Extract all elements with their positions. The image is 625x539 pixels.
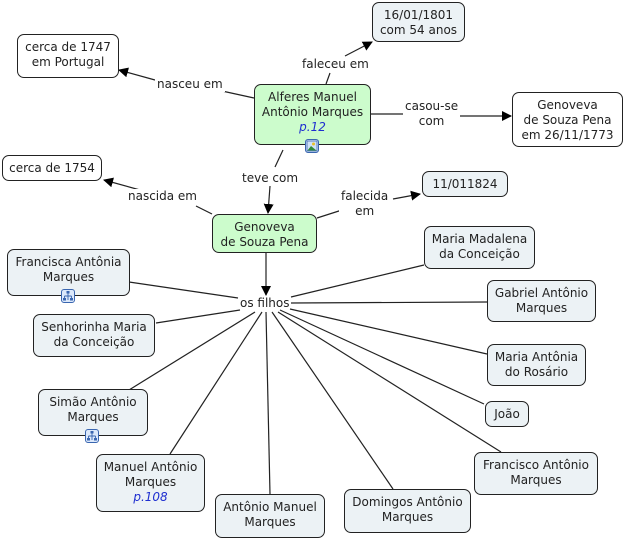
concept-11-01-1824[interactable]: 11/011824 [422, 171, 508, 197]
concept-label: Francisca Antônia Marques [15, 255, 122, 284]
concept-map-resource-icon[interactable] [85, 429, 99, 443]
edge-alferes-teve [274, 149, 284, 168]
edge-filhos-francisca [128, 281, 239, 299]
link-nascida-em: nascida em [126, 189, 199, 204]
concept-antonio-manuel[interactable]: Antônio Manuel Marques [215, 494, 325, 538]
concept-label: Antônio Manuel Marques [223, 500, 317, 529]
concept-domingos[interactable]: Domingos Antônio Marques [344, 489, 471, 533]
concept-label: Simão Antônio Marques [49, 395, 137, 424]
concept-genoveva-marriage[interactable]: Genoveva de Souza Pena em 26/11/1773 [512, 92, 623, 147]
concept-senhorinha[interactable]: Senhorinha Maria da Conceição [33, 314, 155, 357]
concept-manuel[interactable]: Manuel Antônio Marques p.108 [96, 454, 205, 512]
concept-label: Maria Madalena da Conceição [431, 232, 528, 261]
concept-label: 16/01/1801 com 54 anos [379, 8, 458, 37]
concept-cerca-1747[interactable]: cerca de 1747 em Portugal [17, 34, 119, 78]
image-resource-icon[interactable] [305, 139, 319, 153]
edge-filhos-maria-madalena [290, 264, 425, 298]
edge-teve-genoveva [263, 185, 274, 214]
concept-maria-antonia[interactable]: Maria Antônia do Rosário [487, 344, 586, 386]
edge-filhos-simao [128, 311, 256, 391]
concept-label: Gabriel Antônio Marques [494, 286, 589, 315]
concept-map-resource-icon[interactable] [61, 289, 75, 303]
edge-filhos-francisco [277, 311, 502, 453]
edge-genoveva-falecida [316, 209, 343, 219]
page-reference-link[interactable]: p.12 [299, 120, 326, 134]
concept-francisca[interactable]: Francisca Antônia Marques [7, 249, 130, 296]
link-casou-se-com: casou-se com [403, 99, 461, 129]
concept-label: Genoveva de Souza Pena em 26/11/1773 [521, 98, 614, 142]
edge-filhos-domingos [271, 311, 394, 490]
edge-alferes-nasceu [221, 90, 255, 99]
link-teve-com: teve com [240, 171, 301, 186]
concept-16-01-1801[interactable]: 16/01/1801 com 54 anos [372, 2, 465, 42]
edge-genoveva-nascida [195, 205, 213, 215]
edge-filhos-gabriel [290, 301, 488, 304]
page-reference-link[interactable]: p.108 [133, 490, 168, 504]
concept-label: Francisco Antônio Marques [482, 458, 589, 487]
edge-filhos-joao [279, 309, 485, 405]
concept-label: Manuel Antônio Marques [103, 460, 198, 489]
concept-label: cerca de 1747 em Portugal [25, 40, 111, 69]
concept-label: Domingos Antônio Marques [352, 495, 463, 524]
edge-alferes-faleceu [325, 72, 331, 85]
concept-label: Maria Antônia do Rosário [494, 350, 579, 379]
link-faleceu-em: faleceu em [300, 57, 371, 72]
link-nasceu-em: nasceu em [155, 77, 225, 92]
concept-label: cerca de 1754 [9, 161, 95, 175]
concept-alferes-manuel[interactable]: Alferes Manuel Antônio Marques p.12 [254, 84, 371, 145]
edge-filhos-antonio-manuel [265, 311, 271, 495]
concept-label: João [494, 407, 520, 421]
edge-nascida-1754 [103, 177, 141, 191]
concept-label: 11/011824 [432, 177, 498, 191]
concept-label: Genoveva de Souza Pena [220, 220, 309, 249]
edge-filhos-maria-antonia [289, 308, 488, 355]
edge-filhos-senhorinha [155, 309, 241, 324]
concept-gabriel[interactable]: Gabriel Antônio Marques [487, 280, 596, 322]
concept-francisco[interactable]: Francisco Antônio Marques [474, 452, 598, 495]
concept-label: Alferes Manuel Antônio Marques [261, 90, 364, 119]
edge-falecida-1824 [392, 190, 421, 201]
link-os-filhos: os filhos [240, 296, 290, 310]
concept-joao[interactable]: João [485, 401, 529, 427]
link-falecida-em: falecida em [339, 189, 391, 219]
concept-genoveva[interactable]: Genoveva de Souza Pena [212, 214, 317, 253]
concept-cerca-1754[interactable]: cerca de 1754 [2, 155, 102, 181]
edge-filhos-manuel [169, 311, 263, 455]
edge-nasceu-1747 [118, 67, 156, 81]
edge-faleceu-1801 [344, 41, 373, 57]
concept-maria-madalena[interactable]: Maria Madalena da Conceição [424, 226, 535, 269]
concept-label: Senhorinha Maria da Conceição [41, 320, 147, 349]
